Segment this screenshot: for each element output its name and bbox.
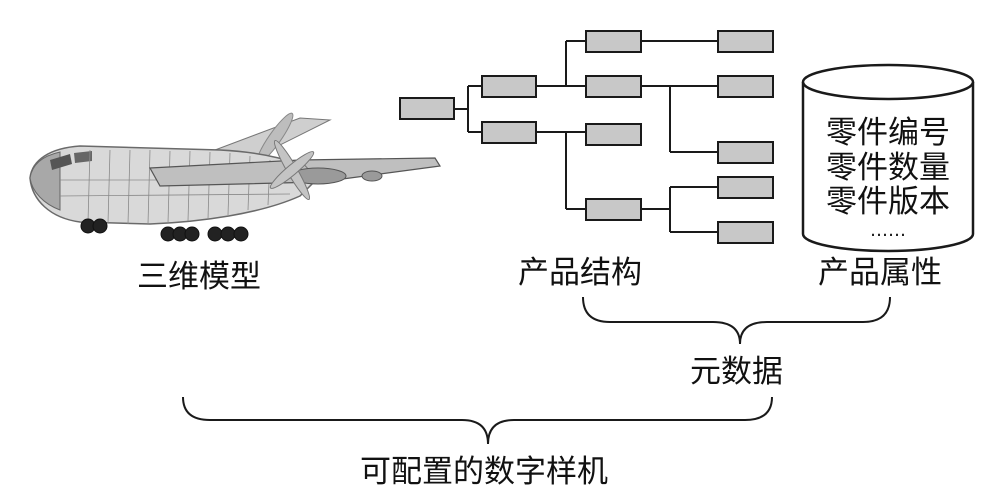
attribute-part-quantity: 零件数量 bbox=[826, 149, 950, 186]
tree-node bbox=[717, 141, 774, 164]
tree-node bbox=[585, 123, 642, 146]
tree-node bbox=[481, 121, 537, 144]
attribute-ellipsis: …… bbox=[870, 220, 906, 242]
tree-node bbox=[717, 30, 774, 53]
label-product-attributes: 产品属性 bbox=[818, 255, 942, 291]
label-configurable-mockup: 可配置的数字样机 bbox=[360, 454, 608, 490]
tree-node bbox=[717, 221, 774, 244]
metadata-brace bbox=[582, 296, 891, 345]
tree-node bbox=[399, 97, 455, 120]
tree-node bbox=[585, 198, 642, 221]
tree-node bbox=[585, 75, 642, 98]
attribute-part-number: 零件编号 bbox=[826, 115, 950, 151]
attribute-part-version: 零件版本 bbox=[826, 184, 950, 221]
product-structure-tree bbox=[454, 40, 718, 233]
mockup-brace bbox=[182, 396, 773, 445]
tree-node bbox=[717, 75, 774, 98]
tree-nodes bbox=[399, 30, 774, 244]
tree-node bbox=[585, 30, 642, 53]
tree-node bbox=[717, 176, 774, 199]
attribute-list: 零件编号 零件数量 零件版本 …… bbox=[813, 116, 963, 242]
label-3d-model: 三维模型 bbox=[137, 259, 261, 295]
label-product-structure: 产品结构 bbox=[518, 255, 642, 291]
database-cylinder-icon bbox=[801, 63, 975, 253]
label-metadata: 元数据 bbox=[690, 354, 783, 390]
tree-node bbox=[481, 75, 537, 98]
aircraft-illustration-icon bbox=[29, 112, 442, 242]
